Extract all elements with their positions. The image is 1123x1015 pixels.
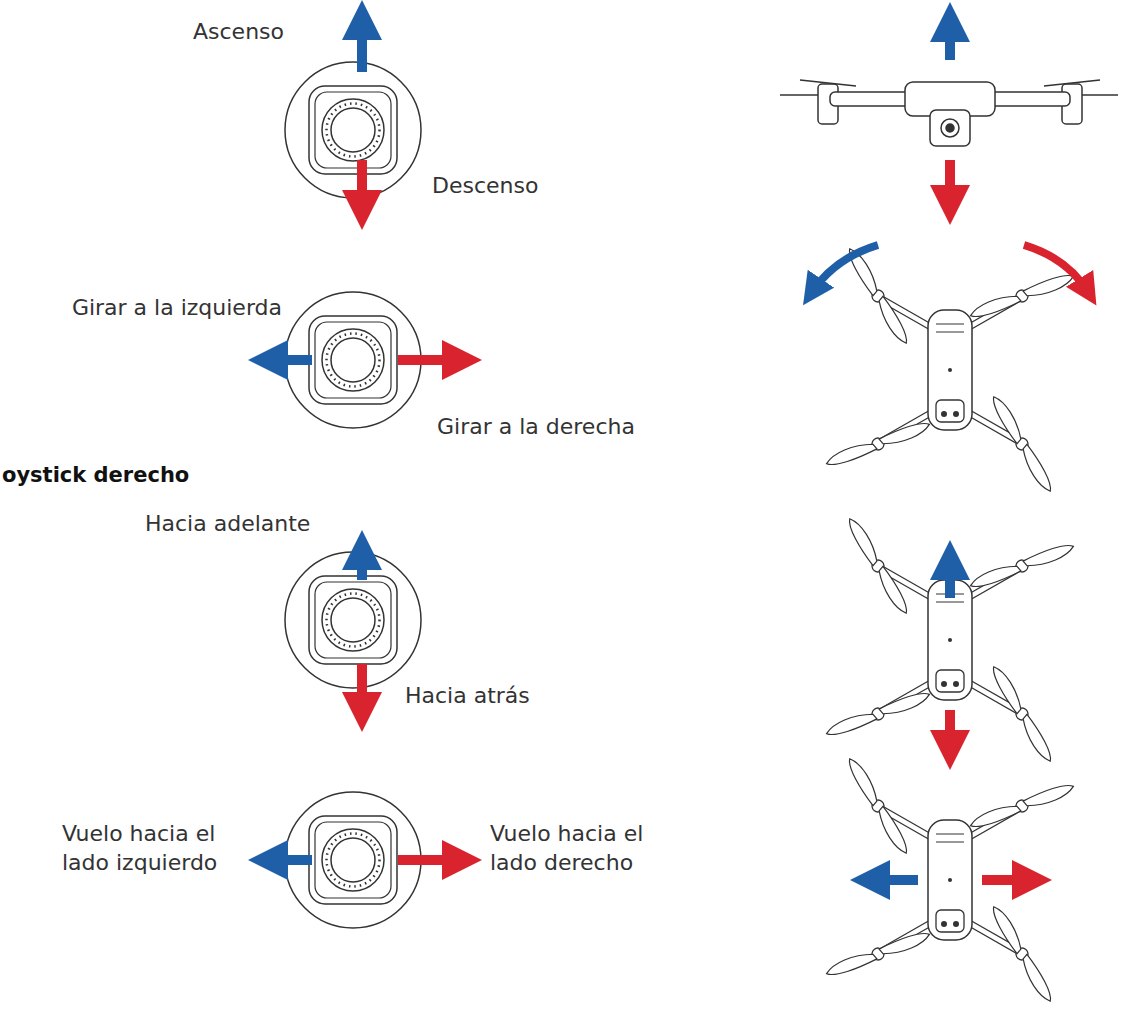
section-heading: oystick derecho — [2, 462, 189, 489]
direction-label: Vuelo hacia el lado derecho — [490, 820, 690, 877]
direction-label: Girar a la derecha — [437, 413, 635, 442]
direction-label: Hacia atrás — [405, 682, 530, 711]
direction-label: Hacia adelante — [145, 510, 310, 539]
direction-label: Descenso — [432, 172, 538, 201]
direction-label: Ascenso — [193, 18, 284, 47]
direction-label: Vuelo hacia el lado izquierdo — [62, 820, 262, 877]
direction-label: Girar a la izquierda — [72, 294, 282, 323]
